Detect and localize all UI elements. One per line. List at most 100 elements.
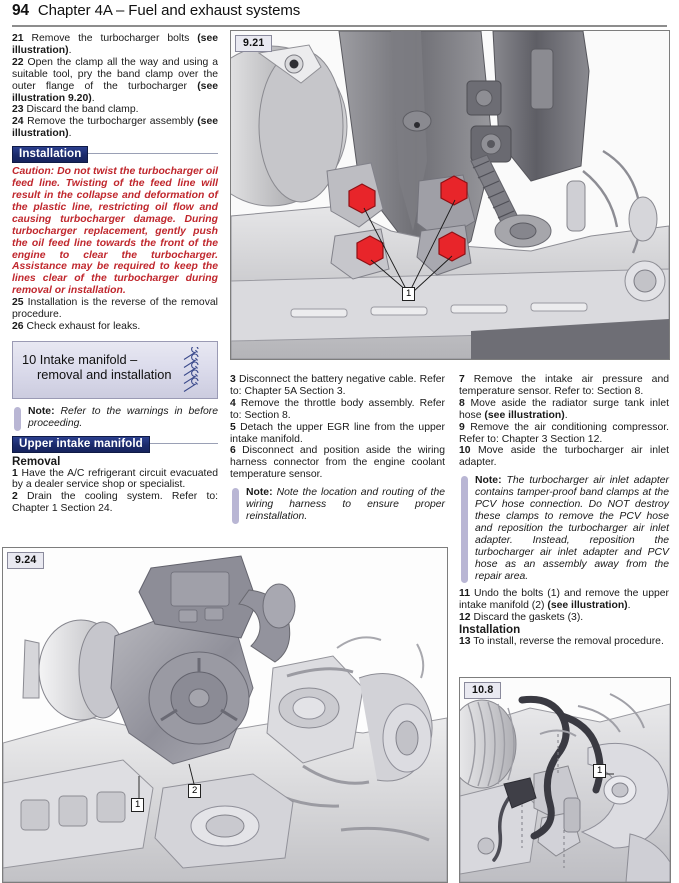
step-21: 21 Remove the turbocharger bolts (see il… bbox=[12, 33, 218, 57]
step-26: 26 Check exhaust for leaks. bbox=[12, 321, 218, 333]
figure-9-24: 9.24 1 2 bbox=[2, 547, 448, 883]
step-8-tail: . bbox=[564, 409, 568, 421]
step-1-text: Have the A/C refrigerant circuit evacuat… bbox=[12, 467, 219, 491]
step-4: 4 Remove the throttle body assembly. Ref… bbox=[230, 398, 445, 422]
note-body: Refer to the warnings in before proceedi… bbox=[28, 405, 218, 429]
page-number: 94 bbox=[12, 2, 29, 19]
step-12: 12 Discard the gaskets (3). bbox=[459, 612, 669, 624]
step-11-tail: . bbox=[627, 600, 631, 612]
header-divider bbox=[12, 25, 667, 27]
step-25: 25 Installation is the reverse of the re… bbox=[12, 297, 218, 321]
step-3-number: 3 bbox=[230, 374, 236, 385]
step-22-number: 22 bbox=[12, 56, 24, 68]
step-21-tail: . bbox=[68, 44, 72, 56]
step-8: 8 Move aside the radiator surge tank inl… bbox=[459, 398, 669, 422]
step-6-number: 6 bbox=[230, 445, 236, 457]
caution-text: Caution: Do not twist the turbocharger o… bbox=[12, 166, 218, 297]
step-7: 7 Remove the intake air pressure and tem… bbox=[459, 374, 669, 398]
step-11-number: 11 bbox=[459, 588, 470, 600]
note-body: Note the location and routing of the wir… bbox=[246, 487, 446, 522]
figure-9-21: 9.21 1 bbox=[230, 30, 670, 360]
step-21-number: 21 bbox=[12, 33, 24, 44]
step-8-number: 8 bbox=[459, 397, 465, 409]
figure-10-8: 10.8 1 bbox=[459, 677, 671, 883]
heading-upper-intake-manifold: Upper intake manifold bbox=[12, 435, 218, 453]
text-column-3: 7 Remove the intake air pressure and tem… bbox=[459, 374, 669, 648]
step-9-number: 9 bbox=[459, 421, 465, 433]
step-23-number: 23 bbox=[12, 104, 24, 116]
section-number: 10 bbox=[22, 351, 37, 367]
note-marker bbox=[14, 406, 21, 431]
step-13-number: 13 bbox=[459, 636, 471, 648]
figure-10-8-tag: 10.8 bbox=[464, 682, 502, 699]
step-22-text: Open the clamp all the way and using a s… bbox=[12, 56, 218, 92]
step-2-text: Drain the cooling system. Refer to: Chap… bbox=[12, 491, 218, 515]
step-4-text: Remove the throttle body assembly. Refer… bbox=[230, 397, 445, 421]
step-5-text: Detach the upper EGR line from the upper… bbox=[230, 421, 445, 445]
step-8-text: Move aside the radiator surge tank inlet… bbox=[459, 397, 669, 421]
figure-9-24-callout-1: 1 bbox=[131, 798, 145, 812]
step-3: 3 Disconnect the battery negative cable.… bbox=[230, 374, 445, 398]
step-2: 2 Drain the cooling system. Refer to: Ch… bbox=[12, 491, 218, 515]
heading-installation-1: Installation bbox=[12, 146, 218, 164]
step-9: 9 Remove the air conditioning compressor… bbox=[459, 422, 669, 446]
step-5: 5 Detach the upper EGR line from the upp… bbox=[230, 422, 445, 446]
figure-10-8-callout-1: 1 bbox=[593, 764, 607, 778]
step-6-text: Disconnect and position aside the wiring… bbox=[230, 445, 445, 481]
section-heading-box: 10 Intake manifold – removal and install… bbox=[12, 340, 218, 399]
note-marker bbox=[461, 476, 468, 584]
note-block-2: Note: Note the location and routing of t… bbox=[230, 487, 446, 524]
note-block-3: Note: The turbocharger air inlet adapter… bbox=[459, 475, 669, 584]
note-label: Note: bbox=[28, 405, 55, 417]
step-5-number: 5 bbox=[230, 421, 236, 433]
step-3-text: Disconnect the battery negative cable. R… bbox=[230, 374, 445, 397]
step-24-tail: . bbox=[68, 128, 72, 140]
step-26-text: Check exhaust for leaks. bbox=[26, 320, 141, 332]
spanner-stack-icon bbox=[183, 346, 199, 392]
step-11: 11 Undo the bolts (1) and remove the upp… bbox=[459, 588, 669, 612]
heading-installation-label: Installation bbox=[12, 146, 89, 164]
figure-9-21-tag: 9.21 bbox=[235, 35, 273, 52]
step-10: 10 Move aside the turbocharger air inlet… bbox=[459, 445, 669, 469]
step-12-number: 12 bbox=[459, 612, 471, 624]
step-10-number: 10 bbox=[459, 445, 471, 457]
step-23: 23 Discard the band clamp. bbox=[12, 104, 218, 116]
section-title-line2: removal and installation bbox=[37, 367, 172, 383]
step-23-text: Discard the band clamp. bbox=[26, 104, 139, 116]
step-25-number: 25 bbox=[12, 297, 24, 309]
note-block-1: Note: Refer to the warnings in before pr… bbox=[12, 405, 218, 431]
heading-upper-intake-label: Upper intake manifold bbox=[12, 435, 150, 453]
figure-9-21-artwork bbox=[231, 31, 669, 359]
heading-rule bbox=[12, 153, 218, 155]
step-10-text: Move aside the turbocharger air inlet ad… bbox=[459, 445, 669, 469]
subheading-installation-2: Installation bbox=[459, 623, 521, 637]
step-7-number: 7 bbox=[459, 374, 465, 385]
step-24-bold: (see illustration) bbox=[12, 116, 219, 140]
step-22-bold: (see illustration 9.20) bbox=[12, 80, 218, 104]
step-22-tail: . bbox=[91, 92, 95, 104]
figure-9-24-callout-2: 2 bbox=[188, 784, 202, 798]
step-9-text: Remove the air conditioning compressor. … bbox=[459, 421, 669, 445]
step-1: 1 Have the A/C refrigerant circuit evacu… bbox=[12, 468, 218, 492]
section-title-line1: Intake manifold – bbox=[39, 351, 138, 367]
step-7-text: Remove the intake air pressure and tempe… bbox=[459, 374, 670, 397]
text-column-1: 21 Remove the turbocharger bolts (see il… bbox=[12, 33, 218, 515]
step-22: 22 Open the clamp all the way and using … bbox=[12, 57, 218, 105]
step-25-text: Installation is the reverse of the remov… bbox=[12, 297, 218, 321]
step-8-bold: (see illustration) bbox=[484, 409, 565, 421]
step-11-bold: (see illustration) bbox=[547, 600, 628, 612]
page-header: 94 Chapter 4A – Fuel and exhaust systems bbox=[12, 2, 667, 26]
step-24: 24 Remove the turbocharger assembly (see… bbox=[12, 116, 218, 140]
step-12-text: Discard the gaskets (3). bbox=[473, 612, 584, 624]
step-21-bold: (see illustration) bbox=[12, 33, 219, 56]
note-marker bbox=[232, 488, 239, 524]
page-title: Chapter 4A – Fuel and exhaust systems bbox=[37, 2, 301, 19]
step-26-number: 26 bbox=[12, 320, 24, 332]
step-24-number: 24 bbox=[12, 116, 24, 128]
step-6: 6 Disconnect and position aside the wiri… bbox=[230, 445, 445, 481]
text-column-2: 3 Disconnect the battery negative cable.… bbox=[230, 374, 445, 529]
step-13-text: To install, reverse the removal procedur… bbox=[473, 636, 664, 648]
step-1-number: 1 bbox=[12, 467, 18, 479]
section-heading-text: 10 Intake manifold – removal and install… bbox=[22, 352, 171, 383]
step-24-text: Remove the turbocharger assembly bbox=[27, 116, 198, 128]
